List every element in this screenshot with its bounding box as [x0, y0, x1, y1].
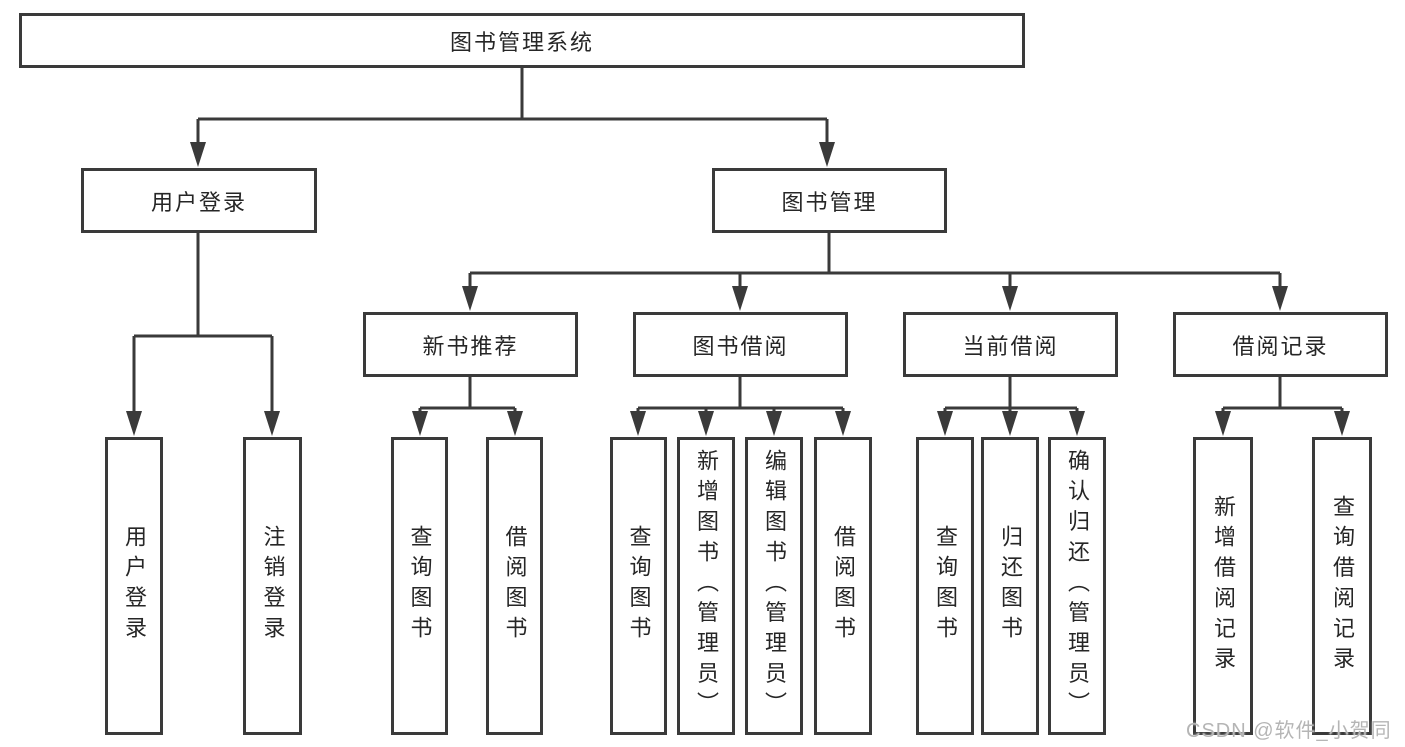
- leaf-confirm-return-admin: 确认归还（管理员）: [1048, 437, 1106, 735]
- leaf-borrow-books-recommend: 借阅图书: [486, 437, 543, 735]
- leaf-user-login: 用户登录: [105, 437, 163, 735]
- leaf-add-books-admin: 新增图书（管理员）: [677, 437, 735, 735]
- leaf-query-books-recommend: 查询图书: [391, 437, 448, 735]
- leaf-query-books-current: 查询图书: [916, 437, 974, 735]
- leaf-edit-books-admin: 编辑图书（管理员）: [745, 437, 803, 735]
- leaf-add-borrow-record: 新增借阅记录: [1193, 437, 1253, 735]
- leaf-query-books-borrow: 查询图书: [610, 437, 667, 735]
- node-library-management-system: 图书管理系统: [19, 13, 1025, 68]
- leaf-return-books: 归还图书: [981, 437, 1039, 735]
- node-borrow-record: 借阅记录: [1173, 312, 1388, 377]
- node-book-management: 图书管理: [712, 168, 947, 233]
- leaf-query-borrow-record: 查询借阅记录: [1312, 437, 1372, 735]
- node-current-borrow: 当前借阅: [903, 312, 1118, 377]
- leaf-borrow-books: 借阅图书: [814, 437, 872, 735]
- watermark-text: CSDN @软件_小贺同学: [1186, 720, 1392, 742]
- arrowhead-icons: [126, 142, 1350, 436]
- node-new-book-recommend: 新书推荐: [363, 312, 578, 377]
- leaf-logout-login: 注销登录: [243, 437, 302, 735]
- node-user-login: 用户登录: [81, 168, 317, 233]
- node-book-borrow: 图书借阅: [633, 312, 848, 377]
